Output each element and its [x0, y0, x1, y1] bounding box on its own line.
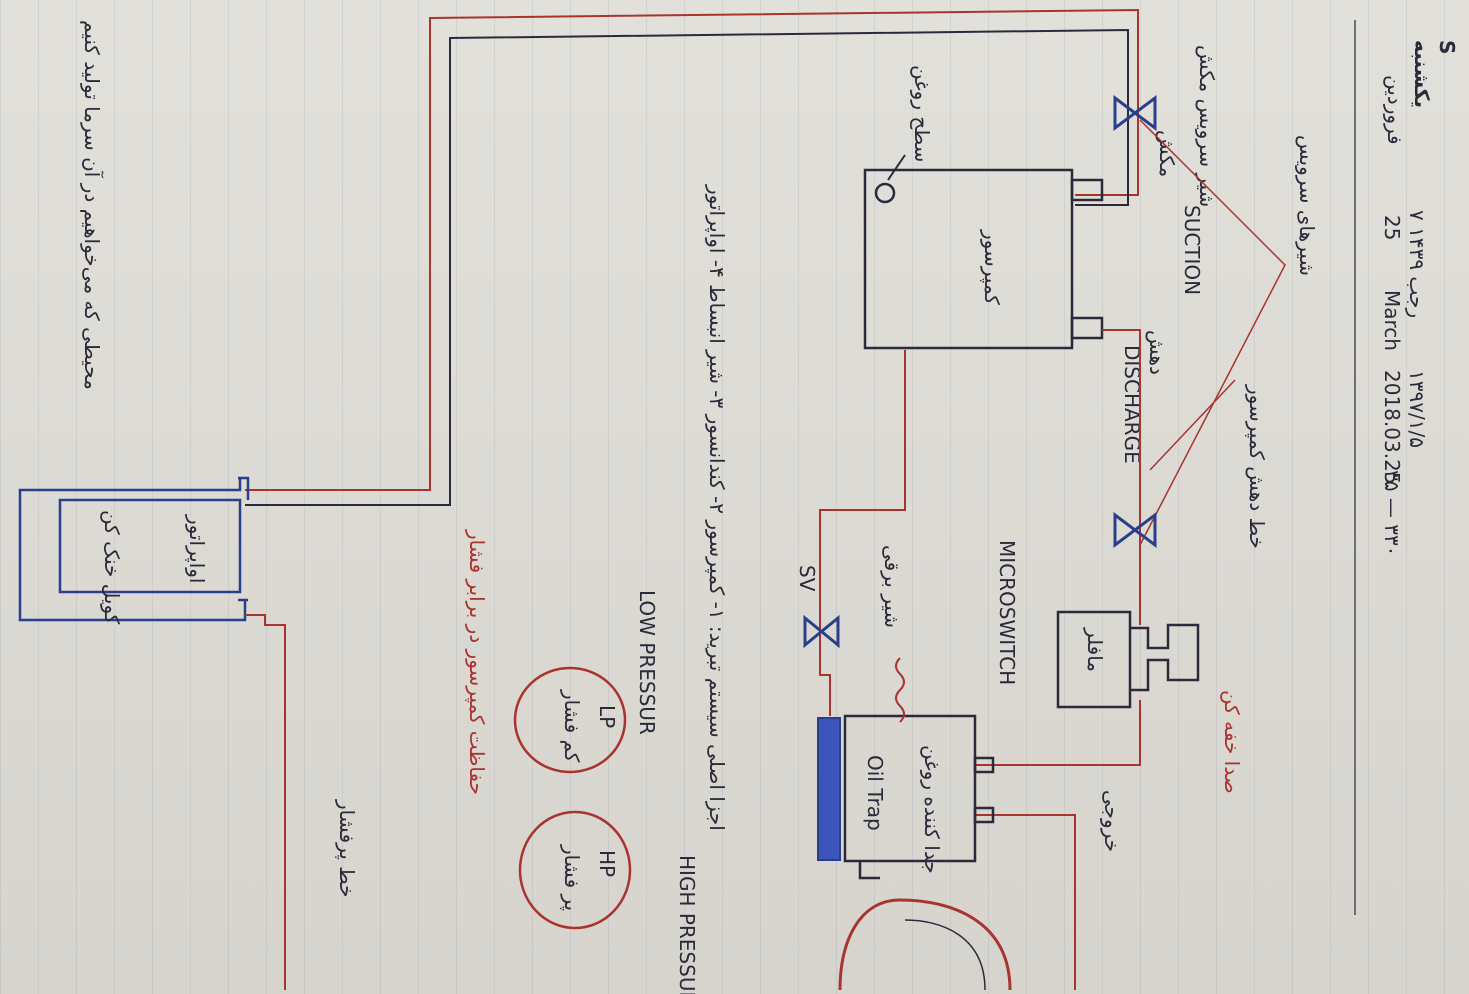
discharge-line-note: خط دهش کمپرسور: [1244, 384, 1269, 549]
oil-trap-heater: [818, 718, 840, 860]
muffler-label: مافلر: [1083, 627, 1107, 672]
oil-return-line: [820, 350, 905, 716]
low-pressure-label: LOW PRESSUR: [635, 590, 659, 735]
evaporator-label: اواپراتور: [184, 514, 209, 584]
weekday: یکشنبه: [1410, 40, 1434, 108]
oil-trap-label: Oil Trap: [863, 755, 887, 831]
suction-fa-label: مکش: [1155, 130, 1179, 177]
suction-service-valve: [1115, 98, 1155, 128]
condenser-arc-inner: [905, 920, 985, 990]
high-pressure-line-label: خط پرفشار: [334, 799, 359, 897]
sv-label: SV: [795, 565, 819, 592]
persian-date: ۱۳۹۷/۱/۵: [1405, 370, 1429, 448]
date-number: 25: [1380, 215, 1404, 240]
oil-level-pointer: [888, 155, 905, 180]
pressure-note: حفاظت کمپرسور در برابر فشار: [464, 529, 489, 795]
suction-label: SUCTION: [1180, 205, 1204, 295]
oil-level-label: سطح روغن: [910, 65, 934, 162]
suction-valve-label: شیر سرویس مکش: [1195, 45, 1219, 207]
lp-fa-label: کم فشار: [560, 689, 584, 763]
service-valves-note: شیرهای سرویس: [1295, 135, 1319, 276]
page-code: ۳۵ — ۳۳۰: [1380, 470, 1404, 556]
mini-calendar: [5, 735, 140, 910]
evaporator: [20, 478, 248, 620]
main-parts-note: اجزا اصلی سیستم تبرید: ۱- کمپرسور ۲- کند…: [704, 184, 729, 831]
microswitch-label: MICROSWITCH: [995, 540, 1019, 685]
hijri-date: ۷ رجب ۱۴۳۹: [1405, 210, 1429, 318]
compressor-label: کمپرسور: [979, 229, 1004, 305]
english-date: 2018.03.25: [1380, 370, 1404, 485]
hp-fa-label: پر فشار: [559, 844, 584, 911]
high-pressure-label: HIGH PRESSUR: [675, 855, 699, 994]
evaporator-note: محیطی که می‌خواهیم در آن سرما تولید کنیم: [80, 20, 105, 390]
discharge-fa-label: دهش: [1145, 330, 1169, 375]
oil-separator-label: جدا کننده روغن: [920, 745, 944, 874]
lp-label: LP: [595, 705, 619, 728]
outlet-label: خروجی: [1100, 790, 1124, 852]
discharge-service-valve: [1115, 515, 1155, 545]
evaporator-fa-label: کویل خنک کن: [100, 510, 124, 625]
persian-month: فروردین: [1383, 75, 1407, 145]
high-pressure-line: [245, 615, 285, 990]
microswitch-coil: [896, 658, 904, 722]
hp-label: HP: [595, 850, 619, 877]
month-english: March: [1380, 290, 1404, 351]
muffler-note: صدا خفه کن: [1220, 690, 1244, 794]
muffler: [1058, 612, 1198, 707]
solenoid-note: شیر برقی: [880, 545, 904, 628]
logo-glyph: S: [1435, 40, 1459, 54]
solenoid-valve: [805, 618, 838, 645]
